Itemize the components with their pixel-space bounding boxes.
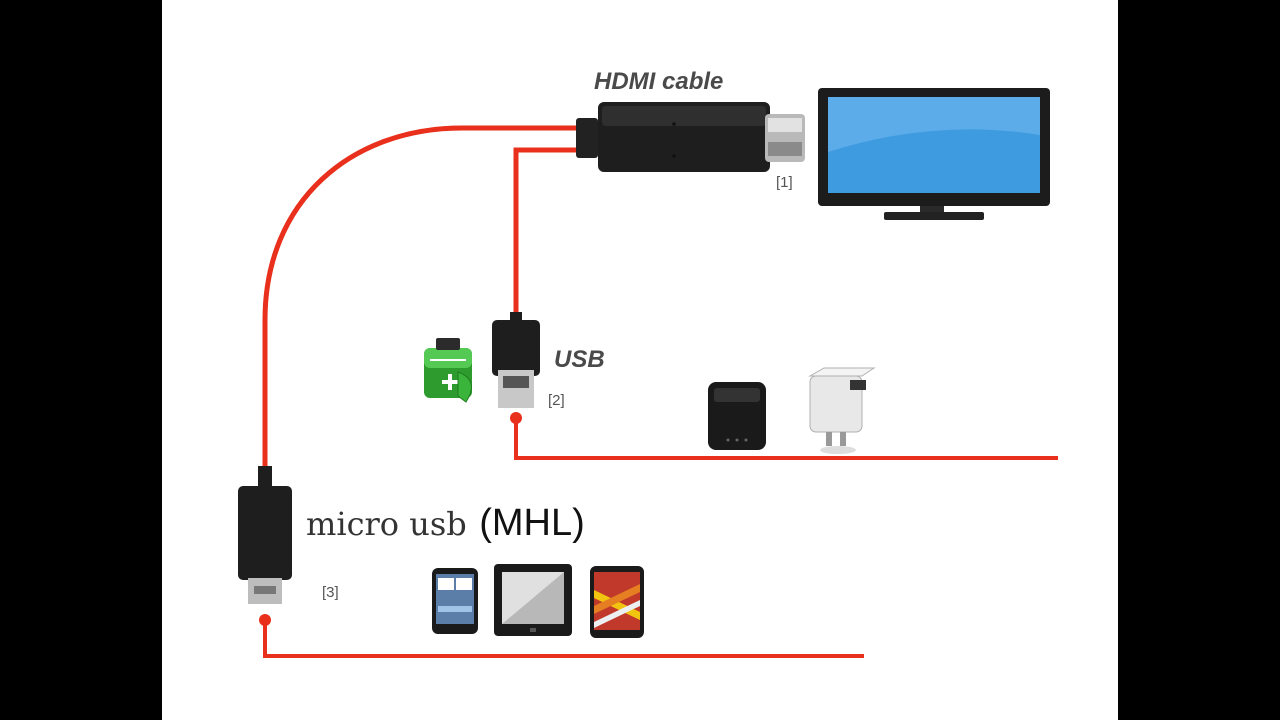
micro-usb-label: micro usb [306, 505, 467, 543]
main-cable [262, 125, 582, 470]
diagram-canvas: HDMI cable [1] USB [2] micro usb (MHL) [… [162, 0, 1118, 720]
battery-icon [424, 338, 472, 403]
ref-3-label: [3] [322, 584, 339, 601]
mhl-label: (MHL) [479, 502, 585, 544]
wall-charger-icon [808, 367, 876, 454]
tv-monitor [818, 88, 1050, 220]
micro-usb-mhl-label: micro usb (MHL) [306, 502, 585, 545]
power-line-dot [510, 412, 522, 424]
smartphone-icon [432, 568, 478, 634]
tablet-icon [494, 564, 572, 636]
usb-branch-cable [513, 147, 582, 318]
power-line [514, 418, 1058, 460]
device-line [263, 620, 864, 658]
cable-diagram [238, 88, 1058, 658]
device-line-dot [259, 614, 271, 626]
hdmi-connector [576, 102, 805, 172]
usb-label: USB [554, 346, 605, 373]
hdmi-cable-label: HDMI cable [594, 68, 724, 95]
ref-1-label: [1] [776, 174, 793, 191]
power-bank-icon [708, 382, 766, 450]
android-phone-icon [590, 566, 644, 638]
ref-2-label: [2] [548, 392, 565, 409]
usb-connector [492, 312, 540, 408]
micro-usb-connector [238, 466, 292, 604]
